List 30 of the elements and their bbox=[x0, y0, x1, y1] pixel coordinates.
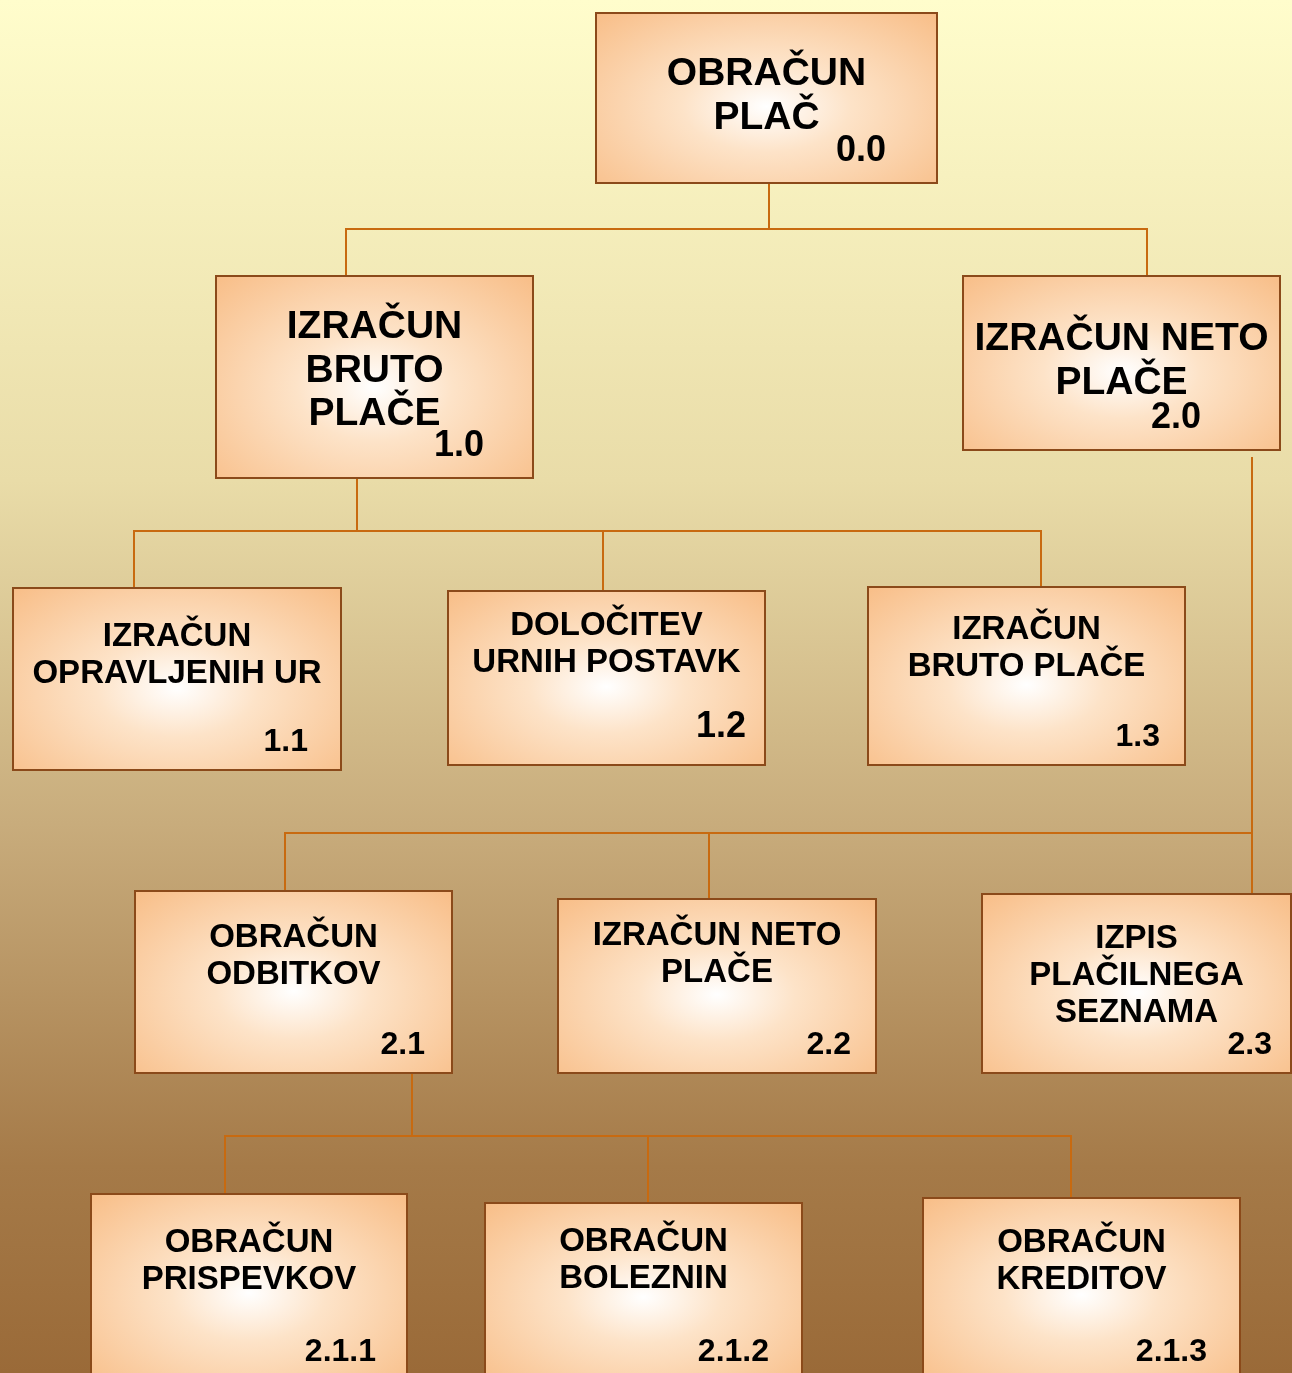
process-box bbox=[981, 893, 1292, 1074]
process-number: 2.1.3 bbox=[1135, 1332, 1207, 1369]
process-number: 2.2 bbox=[806, 1025, 851, 1062]
process-box bbox=[484, 1202, 803, 1373]
box-title: OBRAČUN BOLEZNIN bbox=[558, 1222, 729, 1296]
process-box bbox=[215, 275, 534, 479]
process-number: 1.2 bbox=[695, 704, 746, 746]
process-box bbox=[90, 1193, 408, 1373]
process-number: 1.1 bbox=[263, 722, 308, 759]
box-title: OBRAČUN PRISPEVKOV bbox=[140, 1223, 358, 1297]
process-box bbox=[557, 898, 877, 1074]
box-title: DOLOČITEV URNIH POSTAVK bbox=[471, 606, 742, 680]
process-number: 2.1.1 bbox=[304, 1332, 376, 1369]
box-title: IZRAČUN OPRAVLJENIH UR bbox=[31, 617, 323, 691]
box-title: IZRAČUN NETO PLAČE bbox=[591, 916, 843, 990]
box-title: OBRAČUN KREDITOV bbox=[995, 1223, 1168, 1297]
process-box bbox=[134, 890, 453, 1074]
connector-line bbox=[1251, 456, 1253, 894]
process-box bbox=[867, 586, 1186, 766]
process-number: 2.1.2 bbox=[697, 1332, 769, 1369]
process-box bbox=[595, 12, 938, 184]
box-title: OBRAČUN ODBITKOV bbox=[205, 918, 382, 992]
process-number: 0.0 bbox=[835, 128, 886, 170]
process-box bbox=[962, 275, 1281, 451]
process-box bbox=[922, 1197, 1241, 1373]
box-title: IZRAČUN BRUTO PLAČE bbox=[906, 610, 1147, 684]
process-number: 1.3 bbox=[1115, 717, 1160, 754]
process-number: 2.1 bbox=[380, 1025, 425, 1062]
process-box bbox=[12, 587, 342, 771]
process-box bbox=[447, 590, 766, 766]
